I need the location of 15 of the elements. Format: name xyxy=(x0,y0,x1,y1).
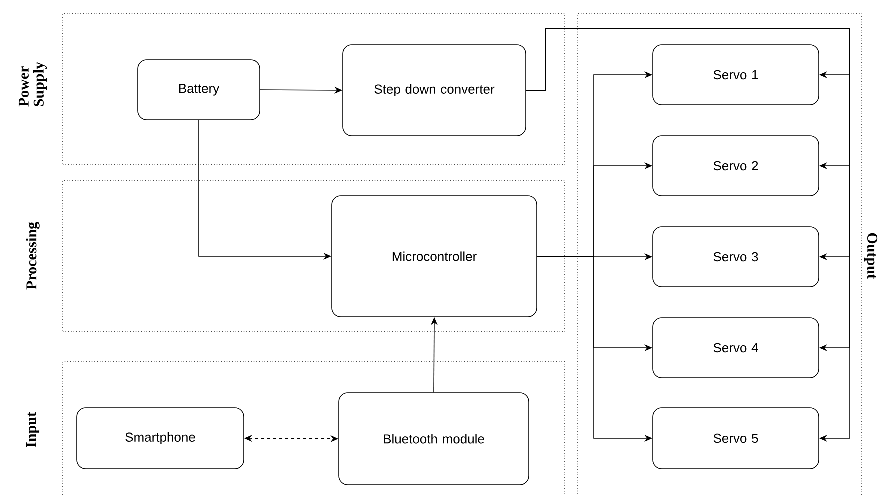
process-box: Servo 2 xyxy=(652,136,820,196)
process-box: Step down converter xyxy=(342,44,526,136)
group-heading: Power Supply xyxy=(18,62,48,107)
process-box: Smartphone xyxy=(76,408,244,470)
process-box: Servo 1 xyxy=(652,44,820,106)
group-heading: Input xyxy=(26,412,40,448)
group-heading: Processing xyxy=(26,222,40,290)
process-box: Bluetooth module xyxy=(338,392,530,486)
process-box: Battery xyxy=(138,60,260,120)
process-box: Servo 4 xyxy=(652,318,820,378)
process-box: Servo 3 xyxy=(652,226,820,288)
process-box: Servo 5 xyxy=(652,408,820,470)
arrow xyxy=(526,28,850,442)
process-box: Microcontroller xyxy=(332,196,538,318)
group-heading: Output xyxy=(864,233,878,280)
